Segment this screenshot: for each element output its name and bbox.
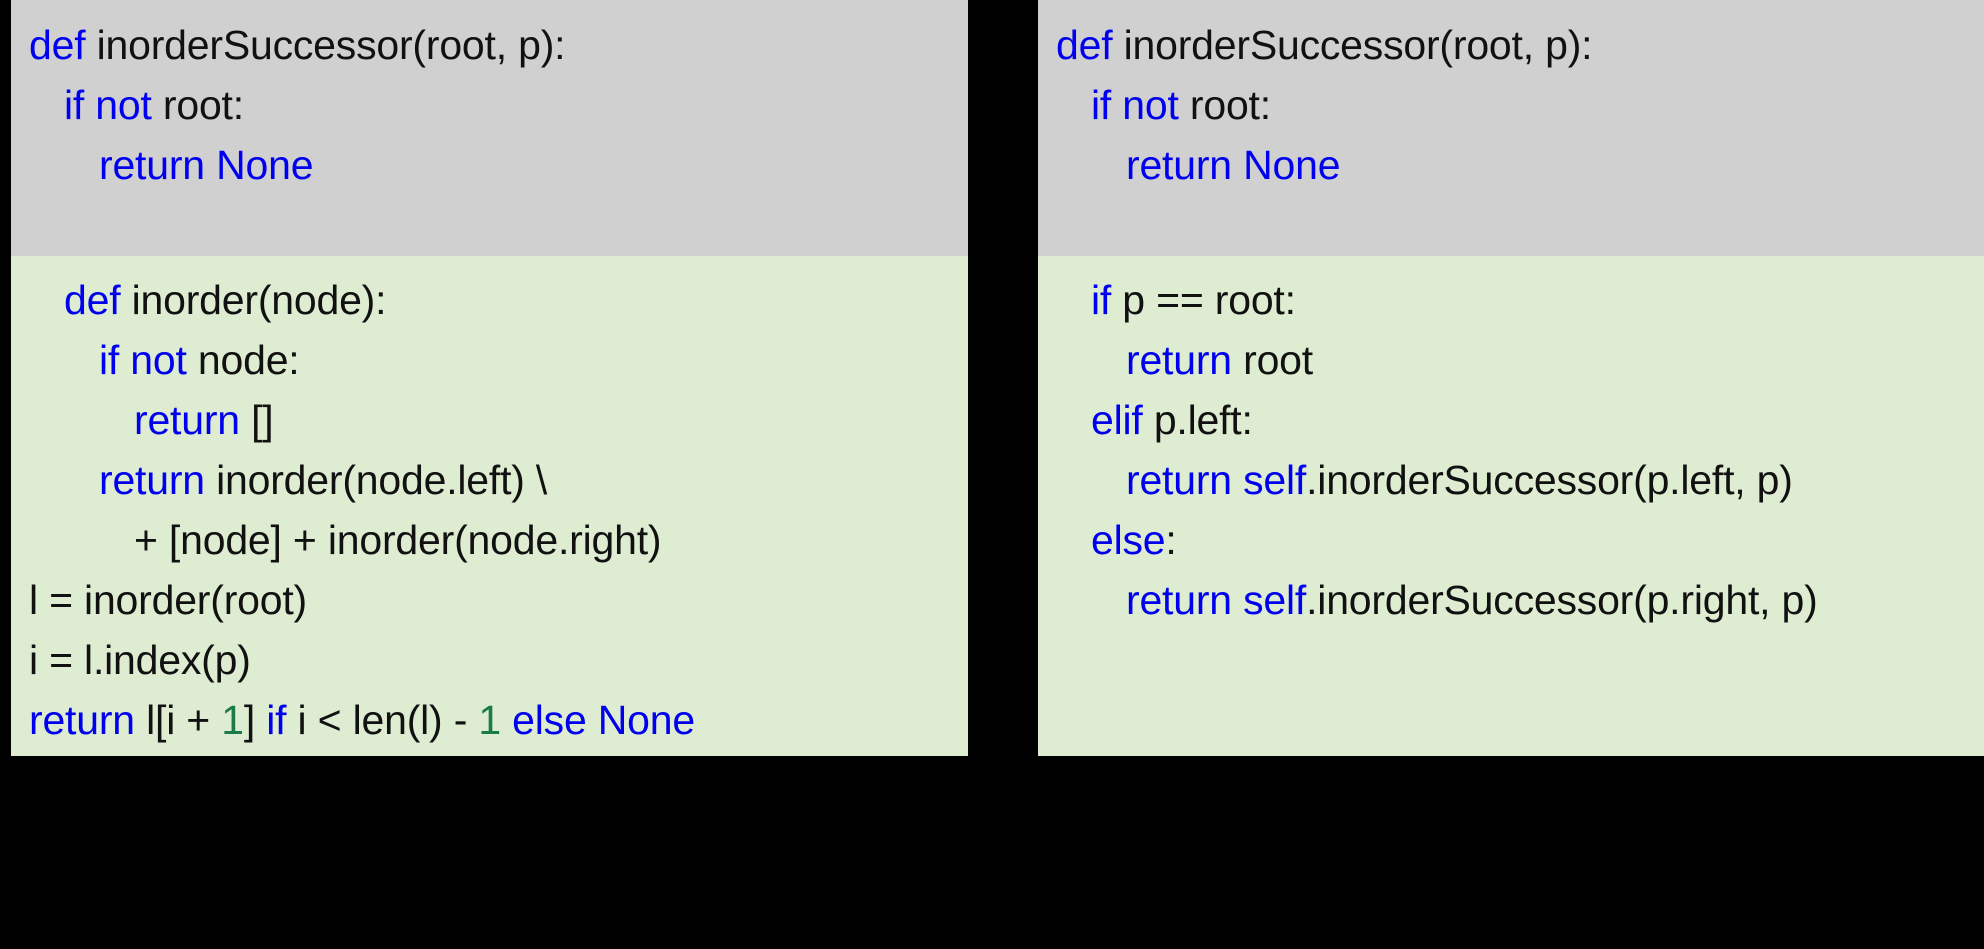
code-token-id: ] [243, 697, 267, 743]
code-line: elif p.left: [1038, 390, 1984, 450]
code-token-id: .inorderSuccessor(p.left, p) [1306, 457, 1793, 503]
code-line: l = inorder(root) [11, 570, 968, 630]
code-line: return None [1038, 135, 1984, 195]
code-line: def inorder(node): [11, 256, 968, 330]
code-token-kw: return [134, 397, 252, 443]
code-line: def inorderSuccessor(root, p): [1038, 0, 1984, 75]
code-line: else: [1038, 510, 1984, 570]
code-token-id: root: [1189, 82, 1271, 128]
code-token-id: node: [197, 337, 300, 383]
code-line: + [node] + inorder(node.right) [11, 510, 968, 570]
code-line: return None [11, 135, 968, 195]
code-token-id: l[i + [146, 697, 222, 743]
code-token-kw: if not [99, 337, 198, 383]
code-line: if not node: [11, 330, 968, 390]
code-token-id: : [1165, 517, 1177, 563]
code-token-kw: return [1126, 337, 1244, 383]
code-line: return [] [11, 390, 968, 450]
code-token-kw: return None [99, 142, 314, 188]
code-line: return l[i + 1] if i < len(l) - 1 else N… [11, 690, 968, 750]
code-panel-right: def inorderSuccessor(root, p):if not roo… [1038, 0, 1984, 756]
code-line: if not root: [1038, 75, 1984, 135]
code-token-id: inorder(node): [131, 277, 387, 323]
code-token-kw: def [1056, 22, 1124, 68]
code-token-id: p == root: [1122, 277, 1296, 323]
code-token-kw: if [266, 697, 298, 743]
code-token-id: [] [251, 397, 274, 443]
code-token-id: inorder(node.left) \ [216, 457, 548, 503]
code-token-id: i = l.index(p) [29, 637, 251, 683]
code-section-header-right: def inorderSuccessor(root, p):if not roo… [1038, 0, 1984, 256]
code-token-kw: else [1091, 517, 1166, 563]
code-token-id: l = inorder(root) [29, 577, 308, 623]
code-token-kw: def [64, 277, 132, 323]
code-token-id: i < len(l) - [297, 697, 479, 743]
code-token-kw: if not [1091, 82, 1190, 128]
code-line: def inorderSuccessor(root, p): [11, 0, 968, 75]
code-line: return self.inorderSuccessor(p.right, p) [1038, 570, 1984, 630]
code-token-num: 1 [478, 697, 501, 743]
code-token-kw: if not [64, 82, 163, 128]
code-token-kw: else None [500, 697, 695, 743]
code-token-kw: if [1091, 277, 1123, 323]
code-token-id: root [1243, 337, 1313, 383]
code-token-id: .inorderSuccessor(p.right, p) [1306, 577, 1818, 623]
code-token-kw: return self [1126, 577, 1307, 623]
code-section-body-left: def inorder(node):if not node:return []r… [11, 256, 968, 756]
code-token-id: inorderSuccessor(root, p): [1123, 22, 1593, 68]
code-token-num: 1 [221, 697, 244, 743]
code-token-kw: return None [1126, 142, 1341, 188]
code-line: if not root: [11, 75, 968, 135]
code-token-kw: return [29, 697, 147, 743]
code-token-id: p.left: [1153, 397, 1253, 443]
code-line: return self.inorderSuccessor(p.left, p) [1038, 450, 1984, 510]
code-panel-left: def inorderSuccessor(root, p):if not roo… [11, 0, 968, 756]
code-line: if p == root: [1038, 256, 1984, 330]
code-line: return root [1038, 330, 1984, 390]
code-line: i = l.index(p) [11, 630, 968, 690]
code-token-kw: def [29, 22, 97, 68]
code-token-id: + [node] + inorder(node.right) [134, 517, 662, 563]
code-token-kw: elif [1091, 397, 1154, 443]
code-section-header-left: def inorderSuccessor(root, p):if not roo… [11, 0, 968, 256]
code-token-kw: return [99, 457, 217, 503]
code-token-id: inorderSuccessor(root, p): [96, 22, 566, 68]
code-token-kw: return self [1126, 457, 1307, 503]
code-token-id: root: [162, 82, 244, 128]
code-line: return inorder(node.left) \ [11, 450, 968, 510]
